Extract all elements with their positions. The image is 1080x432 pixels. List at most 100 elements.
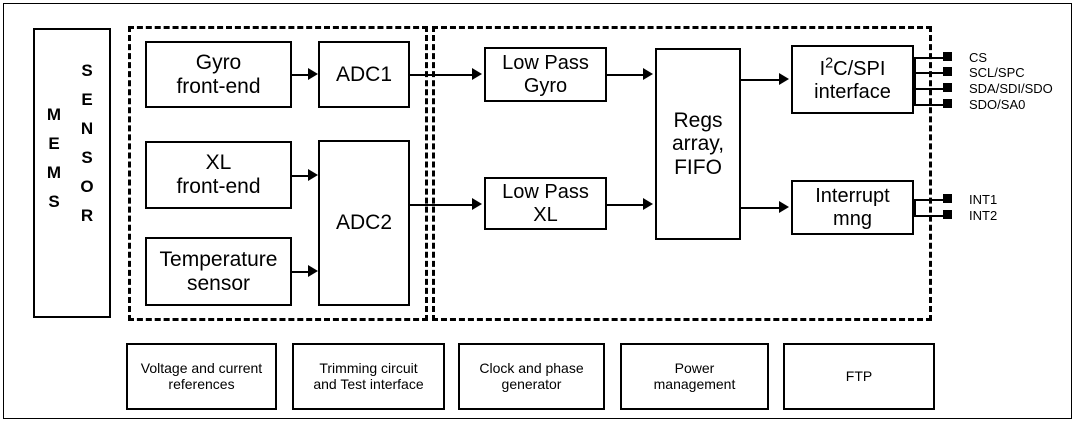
i2c-spi-prefix: I [819,58,826,81]
i2c-spi-superscript: 2 [825,55,834,72]
interrupt-mng-block: Interrupt mng [791,180,914,235]
support-block-clock-phase: Clock and phase generator [458,343,605,410]
connector-adc1-lpgyro [410,74,474,76]
gyro-front-end-line1: Gyro [195,50,242,74]
gyro-front-end-line2: front-end [176,74,261,98]
low-pass-gyro-line1: Low Pass [502,52,589,75]
i2c-spi-line2: interface [814,80,891,103]
pinline-sda-sdi-sdo [914,88,950,90]
support-block-voltage-references: Voltage and current references [126,343,277,410]
pin-square-int1 [943,194,952,203]
regs-array-fifo-block: Regs array, FIFO [655,48,741,240]
pin-square-scl-spc [943,67,952,76]
arrowhead-temp-adc2 [308,265,318,277]
pin-square-sda-sdi-sdo [943,83,952,92]
arrowhead-adc2-lpxl [472,198,482,210]
low-pass-xl-line2: XL [533,203,558,226]
mems-sensor-block [33,28,111,318]
arrowhead-gyro-adc1 [308,68,318,80]
arrowhead-regs-i2cspi [779,73,789,85]
pin-label-sda-sdi-sdo: SDA/SDI/SDO [969,81,1053,96]
sensor-letter-s2: S [81,148,93,167]
i2c-spi-interface-block: I2C/SPI interface [791,45,914,114]
connector-lpgyro-regs [607,74,645,76]
connector-lpxl-regs [607,204,645,206]
mems-letter-m2: M [46,163,62,182]
adc1-label: ADC1 [335,62,393,86]
analog-group-boundary [128,26,428,321]
adc1-block: ADC1 [318,41,410,108]
support-clock-line2: generator [501,375,562,392]
i2c-spi-line1: I2C/SPI [819,55,886,81]
support-block-ftp: FTP [783,343,935,410]
connector-regs-i2cspi [741,79,781,81]
pinline-cs [914,57,950,59]
xl-front-end-block: XL front-end [145,141,292,209]
mems-letter-s: S [48,192,60,211]
pinline-scl-spc [914,72,950,74]
pinline-int1 [914,199,950,201]
adc2-block: ADC2 [318,140,410,306]
support-ftp-label: FTP [845,367,873,384]
gyro-front-end-block: Gyro front-end [145,41,292,108]
support-power-line1: Power [674,359,715,376]
connector-xl-adc2 [292,175,310,177]
connector-regs-interrupt [741,207,781,209]
sensor-letter-o: O [80,177,94,196]
support-block-power-management: Power management [620,343,769,410]
sensor-label-column: S E N S O R [74,56,100,230]
pinbus-interface [914,57,916,106]
xl-front-end-line2: front-end [176,175,261,198]
arrowhead-xl-adc2 [308,169,318,181]
low-pass-xl-block: Low Pass XL [484,177,607,230]
sensor-letter-r: R [80,206,94,225]
support-voltage-line1: Voltage and current [140,359,263,376]
pin-label-scl-spc: SCL/SPC [969,65,1025,80]
pin-label-sdo-sa0: SDO/SA0 [969,97,1026,112]
pin-square-cs [943,52,952,61]
mems-letter-m1: M [46,105,62,124]
sensor-letter-n: N [80,119,94,138]
regs-array-fifo-line1: Regs [673,108,723,132]
connector-temp-adc2 [292,271,310,273]
pinline-int2 [914,215,950,217]
xl-front-end-line1: XL [205,151,232,175]
adc2-label: ADC2 [335,211,393,235]
connector-adc2-lpxl [410,204,474,206]
mems-label-column: M E M S [41,100,67,216]
support-trimming-line2: and Test interface [313,375,424,392]
interrupt-mng-line1: Interrupt [815,185,890,208]
low-pass-xl-line1: Low Pass [502,181,589,204]
support-voltage-line2: references [168,375,235,392]
outer-frame [3,3,1072,419]
pin-square-sdo-sa0 [943,99,952,108]
arrowhead-adc1-lpgyro [472,68,482,80]
pin-square-int2 [943,210,952,219]
pin-label-int2: INT2 [969,208,998,223]
low-pass-gyro-block: Low Pass Gyro [484,47,607,102]
pin-label-int1: INT1 [969,192,998,207]
connector-gyro-adc1 [292,74,310,76]
support-power-line2: management [653,375,736,392]
temperature-sensor-block: Temperature sensor [145,237,292,306]
arrowhead-regs-interrupt [779,201,789,213]
i2c-spi-suffix: C/SPI [833,58,886,81]
support-clock-line1: Clock and phase [479,359,584,376]
mems-letter-e: E [48,134,60,153]
sensor-letter-s1: S [81,61,93,80]
interrupt-mng-line2: mng [833,207,872,230]
low-pass-gyro-line2: Gyro [523,74,568,97]
support-block-trimming-test: Trimming circuit and Test interface [292,343,445,410]
pinline-sdo-sa0 [914,104,950,106]
temperature-sensor-line1: Temperature [159,247,278,271]
pin-label-cs: CS [969,50,988,65]
arrowhead-lpxl-regs [643,198,653,210]
regs-array-fifo-line2: array, [671,132,725,156]
sensor-letter-e: E [81,90,93,109]
temperature-sensor-line2: sensor [186,271,251,295]
regs-array-fifo-line3: FIFO [674,155,722,179]
digital-group-boundary [432,26,932,321]
support-trimming-line1: Trimming circuit [319,359,418,376]
arrowhead-lpgyro-regs [643,68,653,80]
